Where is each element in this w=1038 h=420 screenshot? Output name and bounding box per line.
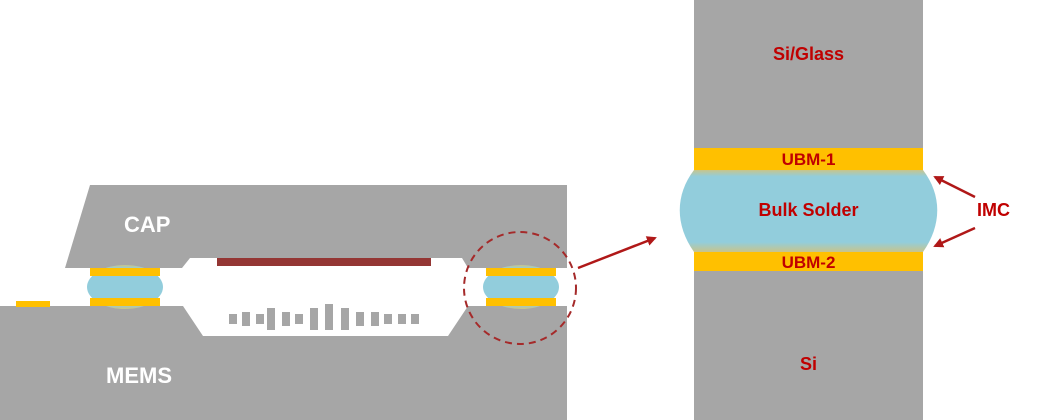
bulk-solder bbox=[679, 170, 938, 252]
zoomed-joint: Si/Glass UBM-1 Bulk Solder UBM-2 Si IMC bbox=[679, 0, 1010, 420]
bond-pad bbox=[16, 301, 50, 307]
mems-label: MEMS bbox=[106, 363, 172, 388]
ubm-top bbox=[694, 148, 923, 170]
substrate-bottom bbox=[694, 271, 923, 420]
mems-substrate bbox=[0, 306, 567, 420]
substrate-top-label: Si/Glass bbox=[773, 44, 844, 64]
imc-label: IMC bbox=[977, 200, 1010, 220]
cap-label: CAP bbox=[124, 212, 170, 237]
substrate-bottom-label: Si bbox=[800, 354, 817, 374]
ubm-bottom bbox=[694, 252, 923, 271]
substrate-top bbox=[694, 0, 923, 148]
imc-arrow-top-icon bbox=[933, 175, 976, 199]
solder-joint-right bbox=[483, 265, 559, 309]
ubm-top-label: UBM-1 bbox=[782, 150, 836, 169]
solder-joint-left bbox=[87, 265, 163, 309]
cap-wafer bbox=[65, 185, 567, 268]
magnify-arrow-icon bbox=[577, 236, 657, 270]
mems-comb-structures bbox=[229, 304, 419, 330]
cap-metal-line bbox=[217, 258, 431, 266]
bulk-solder-label: Bulk Solder bbox=[758, 200, 858, 220]
ubm-bottom-label: UBM-2 bbox=[782, 253, 836, 272]
magnify-circle-icon bbox=[463, 231, 577, 345]
package-cross-section: CAP MEMS bbox=[0, 185, 577, 420]
imc-arrow-bottom-icon bbox=[933, 226, 976, 248]
